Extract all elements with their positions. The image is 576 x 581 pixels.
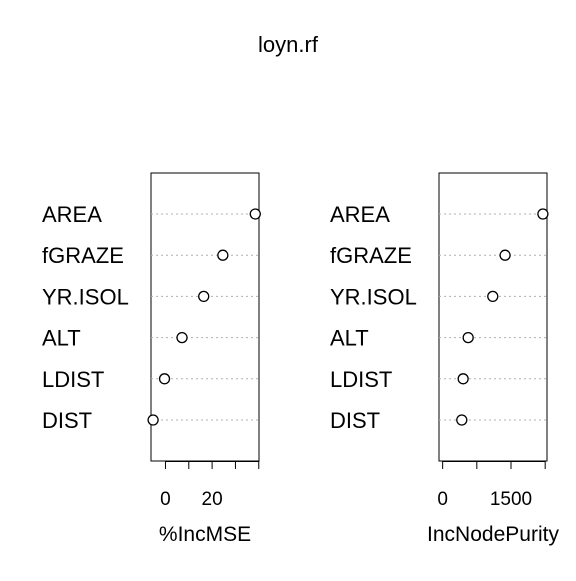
data-point [147, 414, 159, 426]
data-point [176, 331, 188, 344]
x-axis-title: IncNodePurity [427, 523, 559, 546]
category-label: YR.ISOL [42, 284, 129, 309]
data-point [487, 290, 499, 303]
category-label: YR.ISOL [330, 284, 417, 309]
chart-title: loyn.rf [258, 32, 319, 57]
category-label: ALT [330, 326, 369, 351]
x-tick-label: 20 [202, 489, 223, 510]
data-point [499, 249, 511, 261]
data-point [457, 373, 469, 385]
category-label: AREA [330, 202, 390, 227]
category-label: LDIST [330, 367, 392, 392]
data-point [456, 414, 468, 426]
category-label: AREA [42, 202, 102, 227]
x-tick-label: 1500 [490, 489, 532, 510]
panels: AREA fGRAZE YR.ISOL ALT LDIST DIST 0 20 %IncMSE A… [42, 172, 559, 546]
plot-frame [438, 172, 548, 462]
data-point [462, 331, 474, 344]
x-tick-label: 0 [437, 489, 448, 510]
data-point [158, 373, 171, 385]
category-label: DIST [330, 408, 380, 433]
data-point [537, 208, 549, 220]
x-axis-title: %IncMSE [159, 523, 251, 546]
category-label: fGRAZE [42, 243, 124, 268]
category-label: DIST [42, 408, 92, 433]
data-point [217, 249, 229, 261]
category-label: fGRAZE [330, 243, 412, 268]
data-point [249, 208, 261, 220]
category-label: LDIST [42, 367, 104, 392]
plot-frame [150, 172, 260, 462]
data-point [198, 290, 210, 303]
x-tick-label: 0 [160, 489, 171, 510]
category-label: ALT [42, 326, 81, 351]
